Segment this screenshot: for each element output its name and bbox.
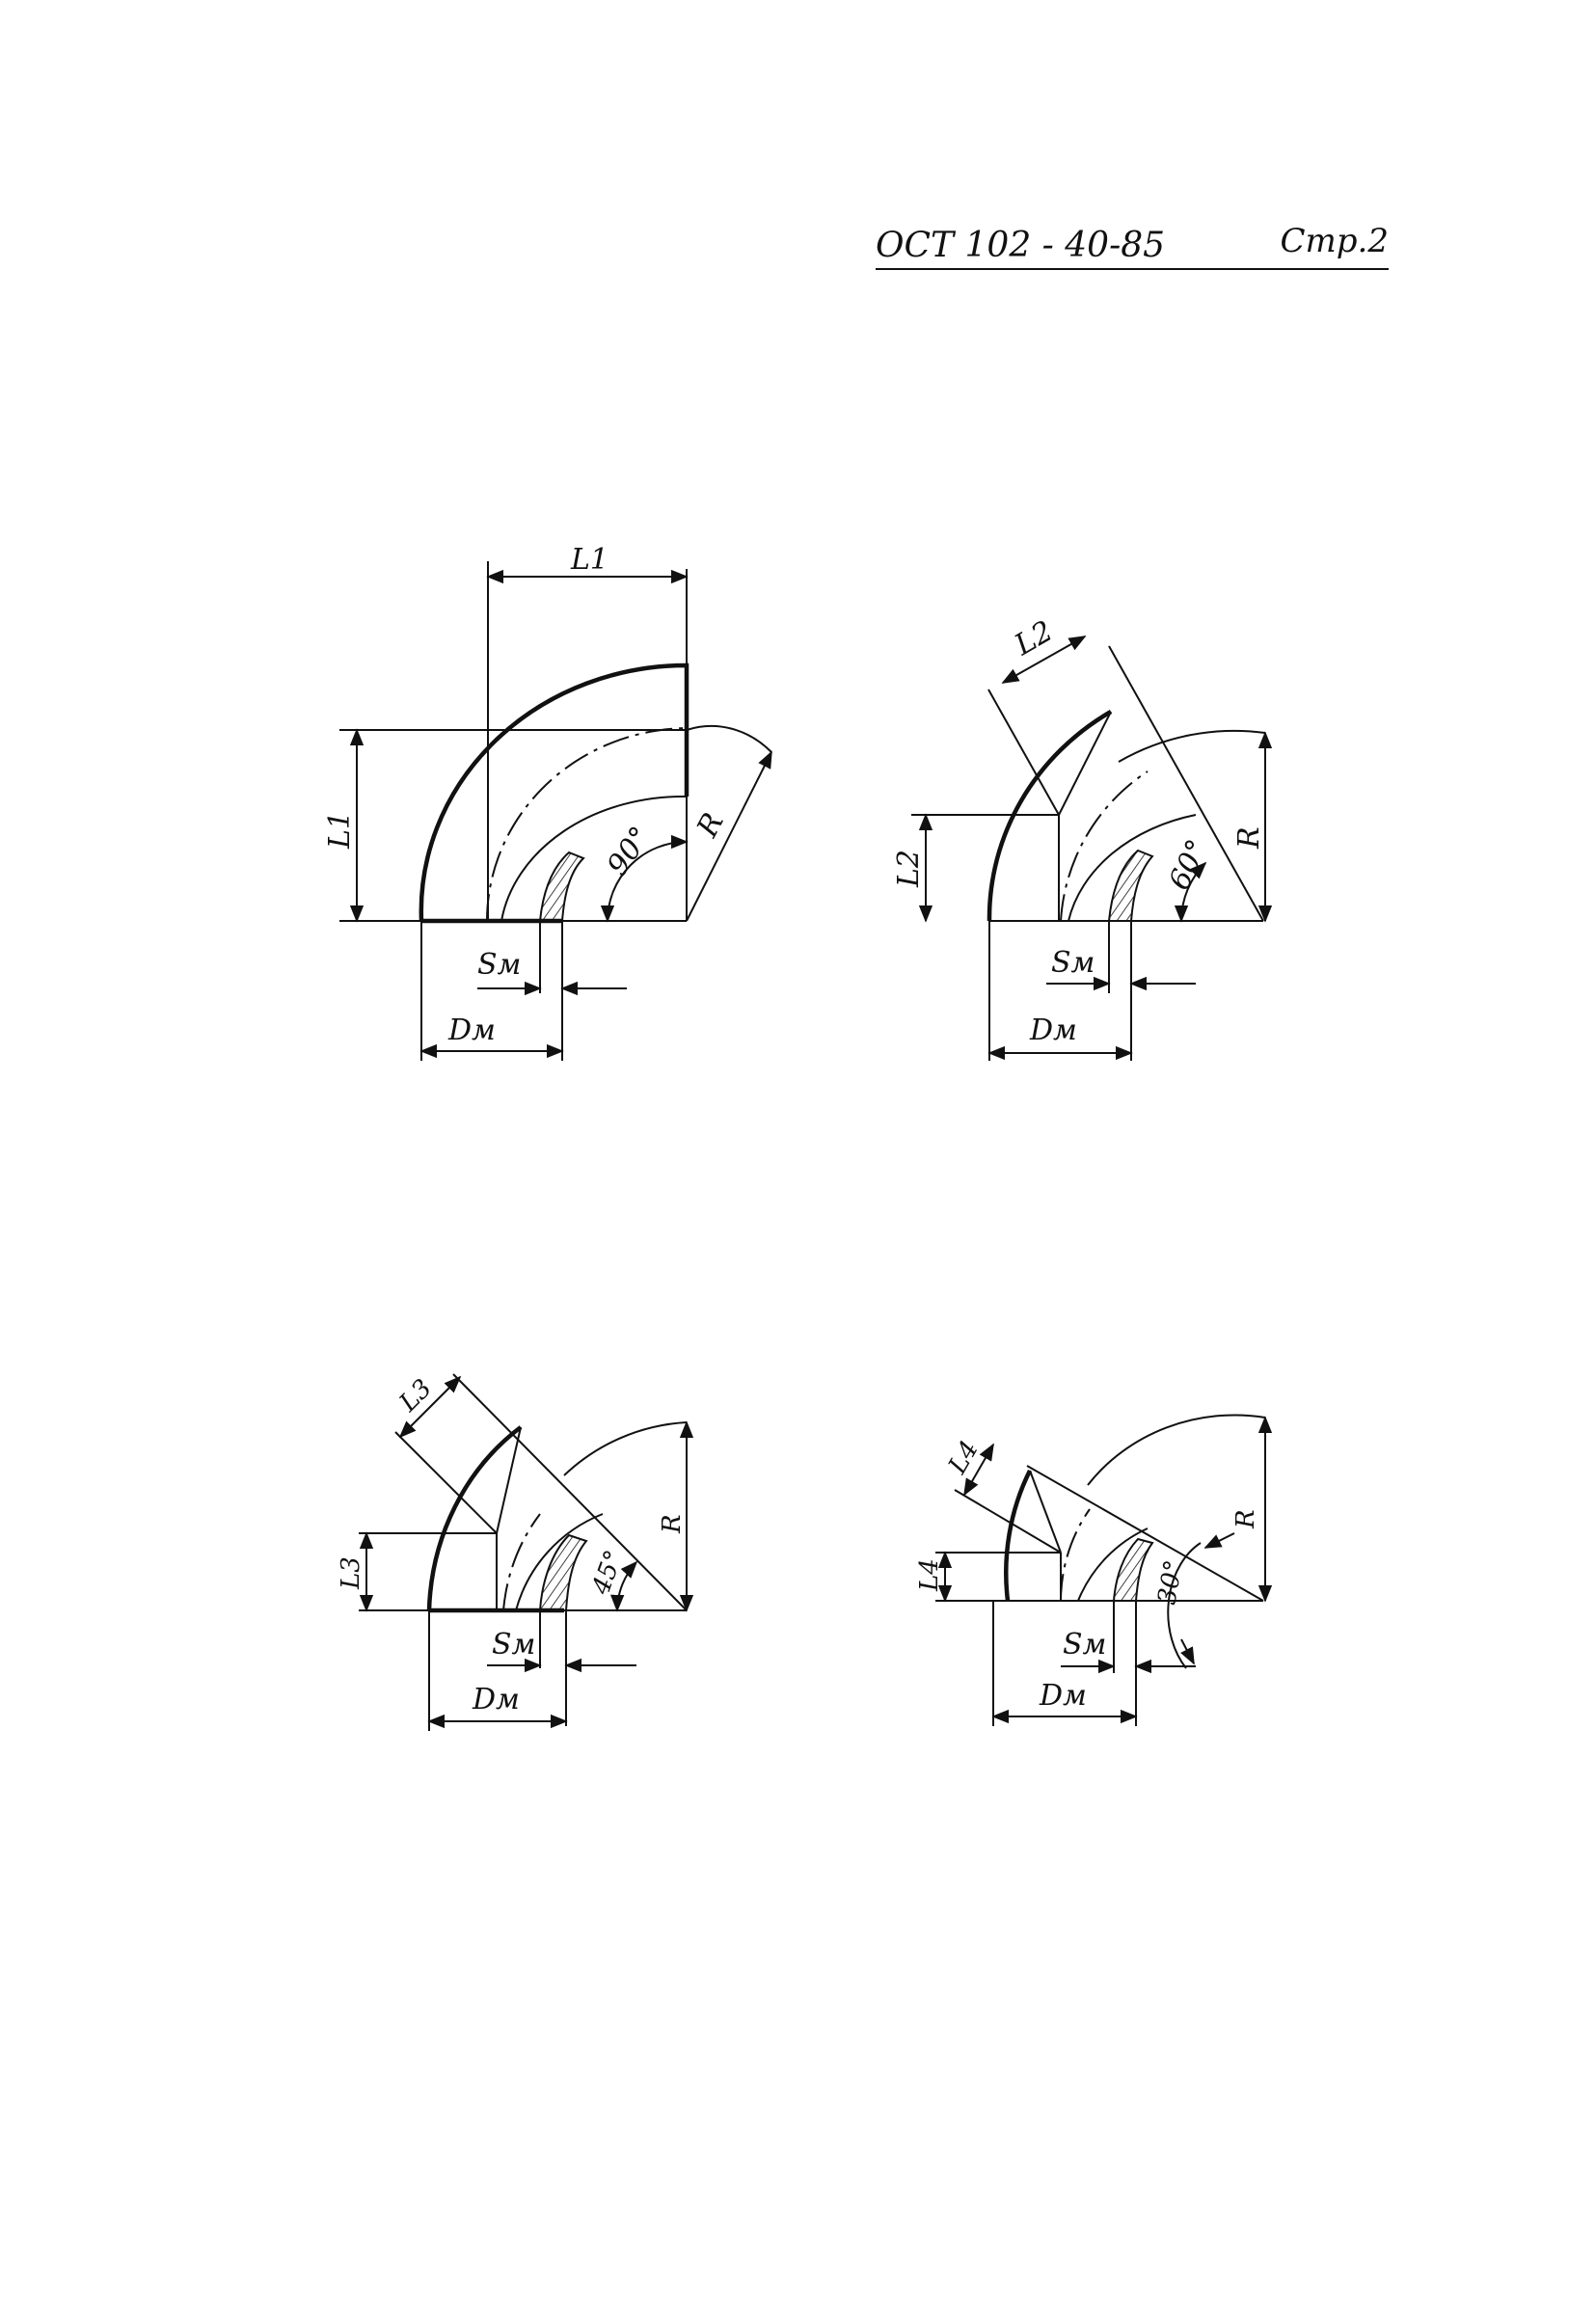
angle-arc (610, 1560, 638, 1612)
figure-elbow-90: L1 L1 R 90° Sм Dм (323, 543, 772, 1061)
r-arc (686, 724, 772, 753)
l3-top-label: L3 (393, 1374, 438, 1419)
sm-label: Sм (492, 1628, 535, 1662)
angle-arc (1167, 1542, 1202, 1669)
r-label: R (1232, 826, 1266, 850)
inner-arc (1068, 814, 1197, 922)
figure-elbow-60: L2 L2 R 60° Sм Dм (892, 614, 1273, 1061)
wall-section (538, 1533, 588, 1611)
sm-label: Sм (1063, 1628, 1106, 1662)
l4-ext (954, 1489, 1062, 1554)
axis-arc (486, 727, 688, 922)
radial-line (452, 1373, 688, 1611)
outer-arc (1004, 1469, 1033, 1602)
radial-line (1026, 1465, 1264, 1602)
l4-top-label: L4 (943, 1436, 985, 1479)
angle-label: 90° (601, 821, 658, 882)
dm-label: Dм (1039, 1679, 1087, 1713)
page-number: Стр.2 (1280, 222, 1389, 260)
wall-section (538, 851, 585, 922)
header-rule (876, 268, 1389, 270)
standard-code: ОСТ 102 - 40-85 (876, 226, 1166, 265)
angle-arc (1174, 861, 1207, 923)
radial-line (1108, 645, 1264, 922)
l2-ext-a (987, 689, 1060, 816)
dm-label: Dм (1029, 1013, 1077, 1047)
outer-arc (426, 1425, 523, 1611)
l2-top-dim (1001, 635, 1087, 684)
r-label: R (690, 807, 731, 843)
l3-side-label: L3 (337, 1556, 365, 1590)
page-header: ОСТ 102 - 40-85 Стр.2 (876, 222, 1389, 274)
end-face (1058, 711, 1112, 816)
angle-arrow-top (1203, 1532, 1235, 1549)
l3-ext (394, 1431, 498, 1534)
wall-section (1107, 849, 1154, 922)
figure-elbow-45: L3 L3 R 45° Sм Dм (337, 1373, 694, 1731)
r-arc (1118, 729, 1266, 763)
l1-side-label: L1 (323, 811, 357, 850)
l2-side-label: L2 (892, 850, 926, 888)
sm-label: Sм (477, 948, 521, 982)
axis-arc (502, 1513, 541, 1611)
sm-label: Sм (1051, 946, 1095, 980)
inner-arc (500, 795, 688, 922)
l1-top-label: L1 (570, 543, 608, 577)
dm-label: Dм (472, 1683, 520, 1716)
angle-label: 45° (586, 1547, 629, 1600)
angle-arrow-bottom (1180, 1638, 1195, 1665)
axis-arc (1060, 770, 1149, 922)
dm-label: Dм (447, 1013, 496, 1047)
end-face (496, 1426, 522, 1534)
l3-top-dim (398, 1375, 462, 1439)
l4-side-label: L4 (915, 1558, 944, 1592)
r-arc (1087, 1414, 1266, 1486)
figure-elbow-30: L4 L4 R 30° Sм Dм (915, 1414, 1273, 1726)
angle-arc (600, 834, 689, 923)
r-arc (563, 1421, 688, 1476)
angle-label: 30° (1152, 1558, 1189, 1608)
r-label: R (1231, 1509, 1260, 1529)
outer-arc (419, 662, 689, 922)
inner-arc (1077, 1527, 1149, 1602)
wall-section (1112, 1537, 1154, 1602)
inner-arc (515, 1513, 604, 1611)
angle-label: 60° (1163, 834, 1215, 895)
r-dim (686, 750, 772, 922)
end-face (1029, 1470, 1062, 1554)
l4-top-dim (963, 1443, 994, 1497)
r-label: R (658, 1514, 687, 1534)
outer-arc (987, 710, 1113, 922)
